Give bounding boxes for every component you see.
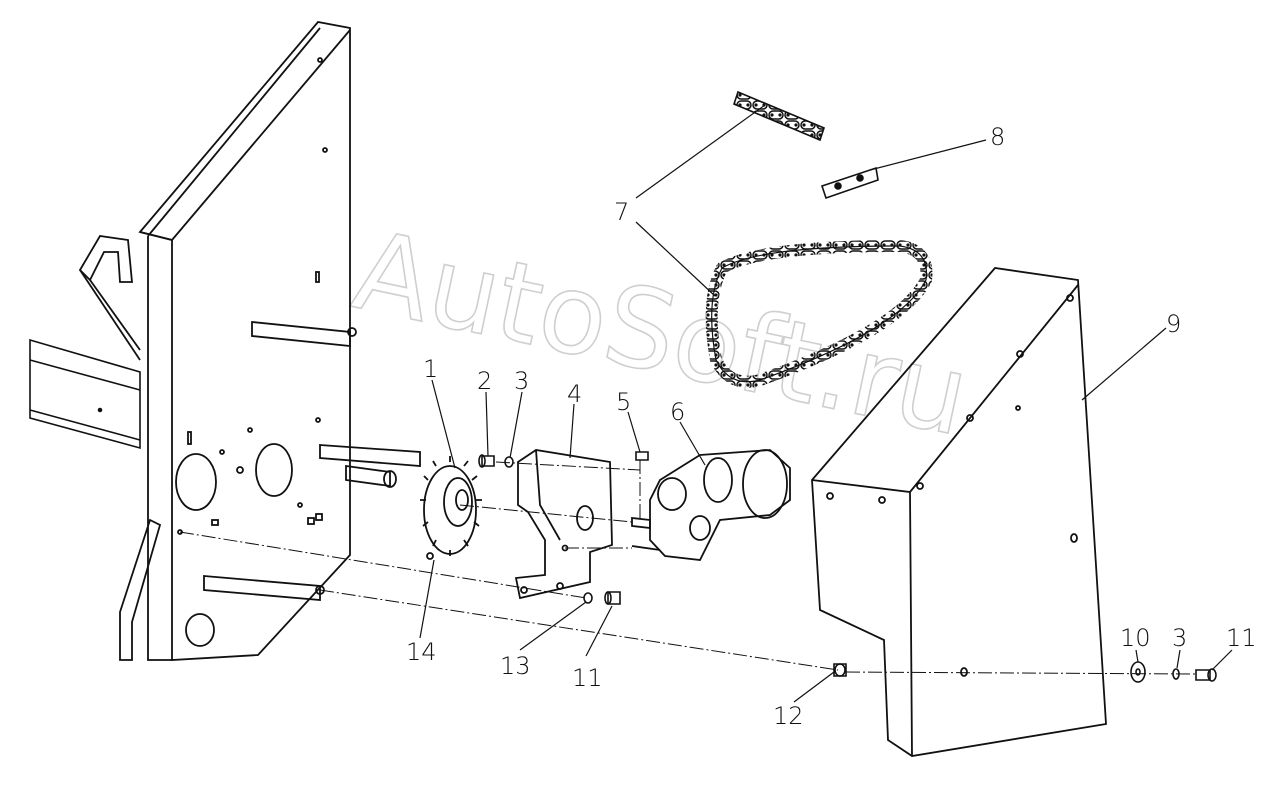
- callout-1: 1: [423, 355, 438, 383]
- chain-link-piece: [733, 90, 825, 142]
- motor-bracket: [514, 449, 613, 600]
- bolt-11a: [604, 591, 621, 605]
- connecting-link: [820, 166, 879, 200]
- gear-motor: [631, 449, 791, 561]
- callout-9: 9: [1166, 310, 1181, 338]
- bolt-2: [478, 454, 495, 468]
- callout-4: 4: [567, 380, 582, 408]
- nut-12: [833, 663, 847, 677]
- key-5: [635, 451, 649, 461]
- washer-10: [1130, 661, 1146, 683]
- callout-10: 10: [1120, 624, 1151, 652]
- roller-chain: [705, 239, 933, 388]
- leader-lines: [419, 104, 1233, 703]
- sprocket: [420, 456, 482, 560]
- callout-13: 13: [500, 652, 531, 680]
- frame-beam: [29, 338, 141, 450]
- callout-6: 6: [670, 398, 685, 426]
- washer-3a: [504, 456, 514, 468]
- callout-14: 14: [406, 638, 437, 666]
- chain-cover: [811, 267, 1107, 757]
- callout-3b: 3: [1172, 624, 1187, 652]
- center-lines: [179, 460, 1197, 675]
- callout-8: 8: [990, 123, 1005, 151]
- callout-7: 7: [614, 198, 629, 226]
- bolt-11b: [1195, 668, 1217, 682]
- washer-13: [583, 592, 593, 604]
- callout-11a: 11: [572, 664, 603, 692]
- callout-2: 2: [477, 367, 492, 395]
- callout-11b: 11: [1226, 624, 1257, 652]
- callout-12: 12: [773, 702, 804, 730]
- callout-5: 5: [616, 388, 631, 416]
- side-plate: [78, 21, 421, 661]
- callout-3a: 3: [514, 367, 529, 395]
- callouts: 1 2 3 4 5 6 7 8 9 10 3 11 12 13 11 14: [406, 123, 1257, 730]
